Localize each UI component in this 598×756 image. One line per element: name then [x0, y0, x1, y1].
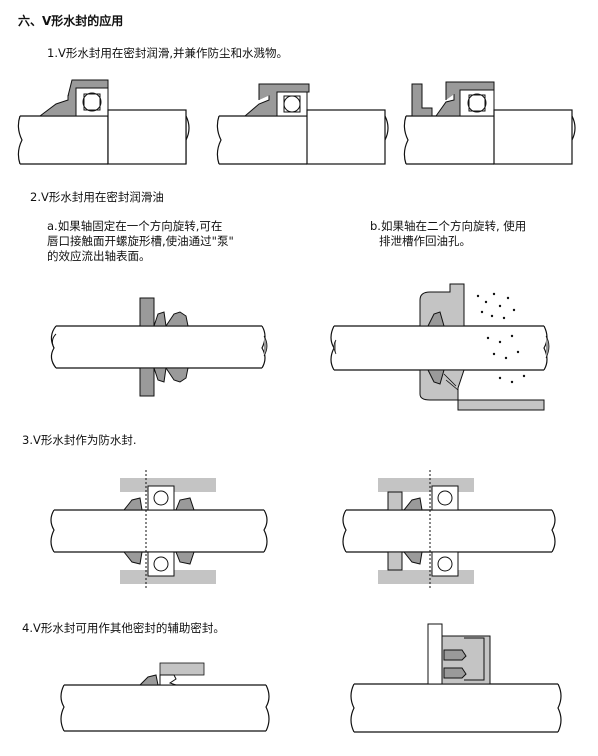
figure-4b: [344, 620, 566, 736]
section-3-title: 3.V形水封作为防水封.: [22, 433, 137, 447]
figure-1a: [16, 78, 196, 170]
section-2b-line2: 排泄槽作回油孔。: [379, 234, 471, 248]
figure-2a: [42, 290, 272, 410]
section-2a-line3: 的效应流出轴表面。: [47, 249, 151, 263]
section-2b-line1: b.如果轴在二个方向旋转, 使用: [370, 219, 527, 233]
section-1-title: 1.V形水封用在密封润滑,并兼作防尘和水溅物。: [47, 46, 288, 60]
section-4-title: 4.V形水封可用作其他密封的辅助密封。: [22, 621, 225, 635]
figure-4a: [50, 655, 275, 735]
section-2-title: 2.V形水封用在密封润滑油: [30, 190, 164, 204]
section-2a-line1: a.如果轴固定在一个方向旋转,可在: [47, 219, 223, 233]
section-2a-line2: 唇口接触面开螺旋形槽,使油通过"泵": [47, 234, 234, 248]
figure-1b: [215, 78, 395, 170]
figure-2b: [324, 282, 554, 417]
figure-1c: [402, 78, 582, 170]
figure-3b: [336, 470, 558, 588]
figure-3a: [40, 470, 270, 588]
page-heading: 六、V形水封的应用: [18, 14, 124, 28]
